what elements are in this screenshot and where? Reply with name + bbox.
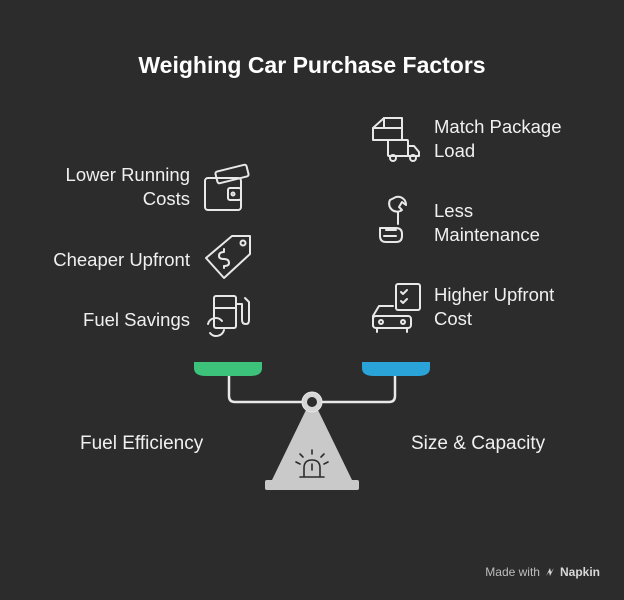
footer-credit: Made with Napkin xyxy=(485,565,600,579)
right-pan xyxy=(362,362,430,376)
siren-icon xyxy=(295,449,329,478)
fuel-pump-icon xyxy=(207,295,250,337)
scale-base xyxy=(272,410,352,480)
right-item-label-3: Higher Upfront Cost xyxy=(434,284,555,329)
footer-brand: Napkin xyxy=(559,565,600,579)
right-item-label-1: Match Package Load xyxy=(434,116,562,161)
delivery-truck-icon xyxy=(372,117,420,162)
left-item-label-2: Cheaper Upfront xyxy=(53,249,190,270)
scale-foot xyxy=(265,480,359,490)
footer-made-with: Made with xyxy=(485,565,540,579)
diagram-title: Weighing Car Purchase Factors xyxy=(138,52,486,78)
right-heading: Size & Capacity xyxy=(411,433,546,454)
car-checklist-icon xyxy=(372,283,421,333)
left-heading: Fuel Efficiency xyxy=(80,433,204,454)
left-item-label-1: Lower Running Costs xyxy=(65,164,190,209)
scale-beam xyxy=(227,376,397,404)
napkin-logo-icon xyxy=(545,568,554,576)
left-item-label-3: Fuel Savings xyxy=(83,309,190,330)
price-tag-icon xyxy=(205,235,251,279)
left-pan xyxy=(194,362,262,376)
wallet-icon xyxy=(204,163,250,211)
right-item-label-2: Less Maintenance xyxy=(434,200,540,245)
wrench-hand-icon xyxy=(379,195,407,243)
